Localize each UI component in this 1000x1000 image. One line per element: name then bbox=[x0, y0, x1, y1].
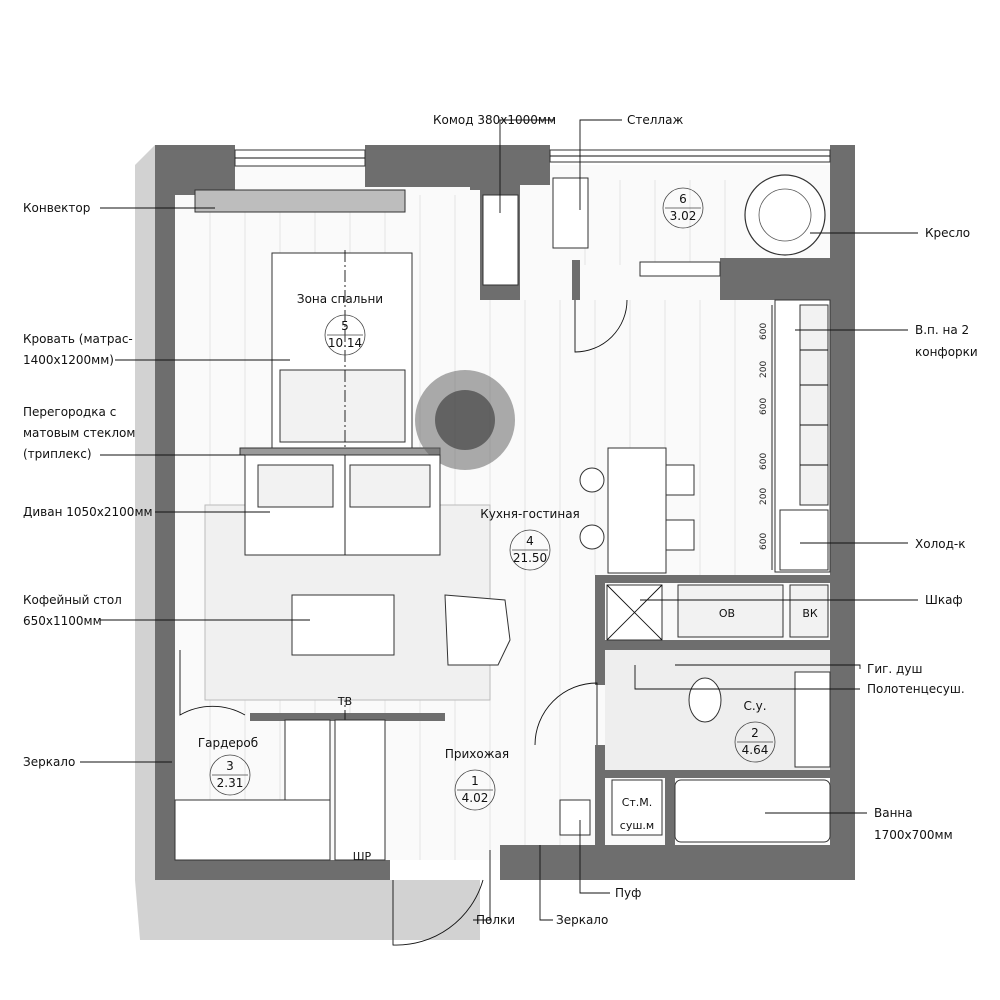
kitchen-dim-2: 200 bbox=[759, 361, 769, 378]
room-1-name: Прихожая bbox=[445, 747, 509, 761]
kitchen-dim-6: 600 bbox=[759, 533, 769, 550]
callouts-bottom: Пуф Полки Зеркало bbox=[476, 886, 641, 927]
window-kitchen bbox=[639, 261, 721, 277]
kitchen-dimensions: 600 200 600 600 200 600 bbox=[759, 305, 773, 570]
kitchen-dim-3: 600 bbox=[759, 398, 769, 415]
callout-bathtub-line2: 1700х700мм bbox=[874, 828, 953, 842]
kitchen-dim-1: 600 bbox=[759, 323, 769, 340]
callout-partition-line2: матовым стеклом bbox=[23, 426, 135, 440]
callout-convector: Конвектор bbox=[23, 201, 90, 215]
callout-coffee-table-line1: Кофейный стол bbox=[23, 593, 122, 607]
convector bbox=[194, 189, 406, 213]
bathroom-fixtures bbox=[605, 650, 831, 843]
callout-mirror-wardrobe: Зеркало bbox=[23, 755, 75, 769]
plant bbox=[415, 370, 515, 470]
wall-shadow-bottom bbox=[155, 880, 390, 900]
callouts-top: Комод 380х1000мм Стеллаж bbox=[433, 113, 683, 127]
callout-partition-line3: (триплекс) bbox=[23, 447, 92, 461]
callouts-right: Кресло В.п. на 2 конфорки Холод-к Шкаф Г… bbox=[867, 226, 978, 842]
wardrobe-furniture bbox=[174, 719, 386, 861]
callout-coffee-table-line2: 650х1100мм bbox=[23, 614, 102, 628]
walls bbox=[155, 145, 855, 880]
room-6-label: 6 3.02 bbox=[662, 187, 704, 229]
room-6-area: 3.02 bbox=[670, 209, 697, 223]
kitchen-dim-5: 200 bbox=[759, 488, 769, 505]
room-3-number: 3 bbox=[226, 759, 234, 773]
callouts-left: Конвектор Кровать (матрас- 1400х1200мм) … bbox=[23, 201, 153, 769]
callout-bed-line2: 1400х1200мм) bbox=[23, 353, 114, 367]
callout-bathtub-line1: Ванна bbox=[874, 806, 913, 820]
armchair-living bbox=[444, 594, 511, 666]
sofa bbox=[244, 454, 441, 556]
room-4-area: 21.50 bbox=[513, 551, 547, 565]
doors bbox=[179, 299, 628, 946]
callout-pouf: Пуф bbox=[615, 886, 641, 900]
window-balcony bbox=[549, 149, 831, 163]
room-3-name: Гардероб bbox=[198, 736, 258, 750]
window-bedroom bbox=[234, 149, 366, 167]
room-1-number: 1 bbox=[471, 774, 479, 788]
washer-tag-line1: Ст.М. bbox=[622, 796, 653, 809]
pouf bbox=[559, 799, 591, 836]
room-4-label: Кухня-гостиная 4 21.50 bbox=[480, 507, 580, 571]
balcony-armchair bbox=[744, 174, 826, 256]
coffee-table bbox=[291, 594, 395, 656]
room-2-label: С.у. 2 4.64 bbox=[734, 699, 776, 763]
room-1-area: 4.02 bbox=[462, 791, 489, 805]
callout-partition-line1: Перегородка с bbox=[23, 405, 116, 419]
leader-lines bbox=[80, 119, 918, 921]
room-5-area: 10.14 bbox=[328, 336, 362, 350]
glass-partition bbox=[239, 447, 441, 456]
kitchen-counter bbox=[774, 299, 831, 573]
callout-sofa: Диван 1050х2100мм bbox=[23, 505, 153, 519]
water-tag: ВК bbox=[802, 607, 818, 620]
room-5-name: Зона спальни bbox=[297, 292, 383, 306]
callout-cabinet: Шкаф bbox=[925, 593, 963, 607]
callout-dresser: Комод 380х1000мм bbox=[433, 113, 556, 127]
callout-mirror-hall: Зеркало bbox=[556, 913, 608, 927]
callout-shelves: Полки bbox=[476, 913, 515, 927]
room-1-label: Прихожая 1 4.02 bbox=[445, 747, 509, 811]
callout-armchair: Кресло bbox=[925, 226, 970, 240]
room-2-area: 4.64 bbox=[742, 743, 769, 757]
utility-closets bbox=[606, 584, 829, 641]
room-4-name: Кухня-гостиная bbox=[480, 507, 580, 521]
room-4-number: 4 bbox=[526, 534, 534, 548]
callout-fridge: Холод-к bbox=[915, 537, 965, 551]
room-3-area: 2.31 bbox=[217, 776, 244, 790]
callout-towel-dryer: Полотенцесуш. bbox=[867, 682, 965, 696]
room-2-name: С.у. bbox=[743, 699, 766, 713]
wardrobe-cabinet-tag: ШР bbox=[353, 850, 372, 863]
washer-tag-line2: суш.м bbox=[620, 819, 654, 832]
tv-tag: ТВ bbox=[337, 695, 352, 708]
dresser bbox=[482, 194, 519, 286]
shelving bbox=[552, 177, 589, 249]
room-6-number: 6 bbox=[679, 192, 687, 206]
kitchen-dim-4: 600 bbox=[759, 453, 769, 470]
room-3-label: Гардероб 3 2.31 bbox=[198, 736, 258, 796]
room-5-label: Зона спальни 5 10.14 bbox=[297, 292, 383, 356]
room-2-number: 2 bbox=[751, 726, 759, 740]
bed bbox=[271, 250, 413, 860]
room-5-number: 5 bbox=[341, 319, 349, 333]
callout-cooktop-line2: конфорки bbox=[915, 345, 978, 359]
callout-shelving: Стеллаж bbox=[627, 113, 683, 127]
callout-cooktop-line1: В.п. на 2 bbox=[915, 323, 969, 337]
callout-hygienic-shower: Гиг. душ bbox=[867, 662, 922, 676]
boiler-tag: ОВ bbox=[719, 607, 735, 620]
bar-counter bbox=[579, 447, 695, 574]
callout-bed-line1: Кровать (матрас- bbox=[23, 332, 133, 346]
